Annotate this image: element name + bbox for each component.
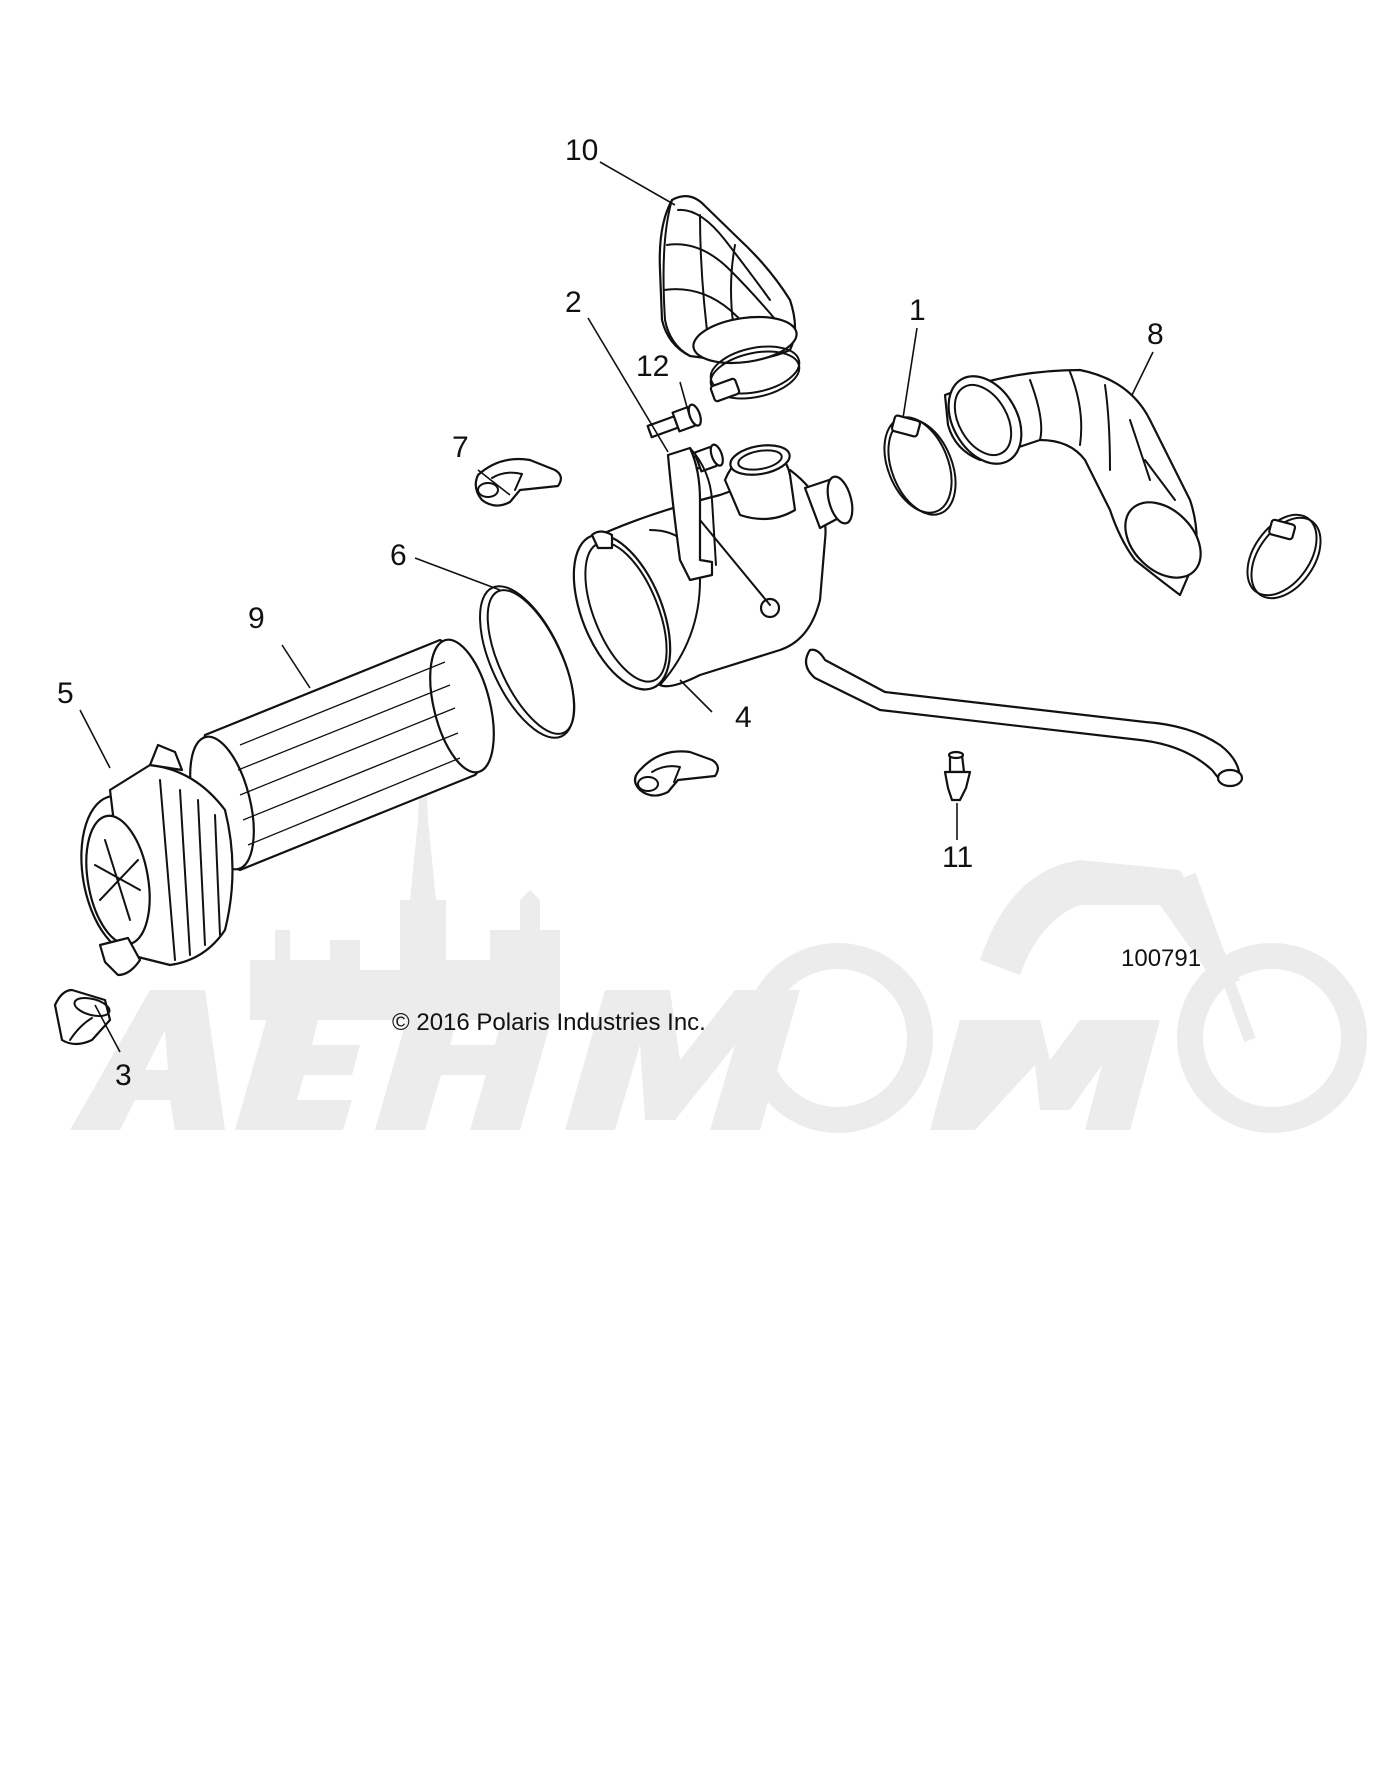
callout-3: 3 [115, 1059, 132, 1092]
callout-2: 2 [565, 286, 582, 319]
part-4-airbox-housing [572, 444, 854, 691]
callout-9: 9 [248, 602, 265, 635]
hose-clamp-lower [1246, 513, 1322, 600]
copyright-notice: © 2016 Polaris Industries Inc. [392, 1009, 706, 1036]
filter-mesh [237, 661, 461, 846]
part-8-intake-hose [943, 368, 1202, 597]
leader-lines [79, 161, 1154, 1053]
part-7-clip [474, 457, 562, 507]
part-9-air-filter [189, 638, 495, 872]
part-10-intake-elbow [658, 195, 798, 365]
clip-lower [633, 750, 719, 797]
part-2-mounting-bracket [666, 446, 771, 606]
breather-tube [804, 648, 1244, 788]
callout-8: 8 [1147, 318, 1164, 351]
part-3-drain-valve [53, 988, 112, 1046]
callout-10: 10 [565, 134, 598, 167]
callout-5: 5 [57, 677, 74, 710]
callout-6: 6 [390, 539, 407, 572]
drawing-number: 100791 [1121, 945, 1201, 972]
callout-12: 12 [636, 350, 669, 383]
callout-1: 1 [909, 294, 926, 327]
hose-clamp-upper [709, 345, 801, 403]
callouts: 10 1 8 12 2 7 6 9 5 4 3 11 [57, 134, 1164, 1092]
part-1-hose-clamp [883, 414, 957, 516]
callout-7: 7 [452, 431, 469, 464]
part-11-push-rivet [943, 750, 972, 802]
callout-11: 11 [942, 841, 973, 874]
part-5-airbox-cover [80, 743, 234, 977]
watermark [70, 640, 1367, 1133]
callout-4: 4 [735, 701, 752, 734]
